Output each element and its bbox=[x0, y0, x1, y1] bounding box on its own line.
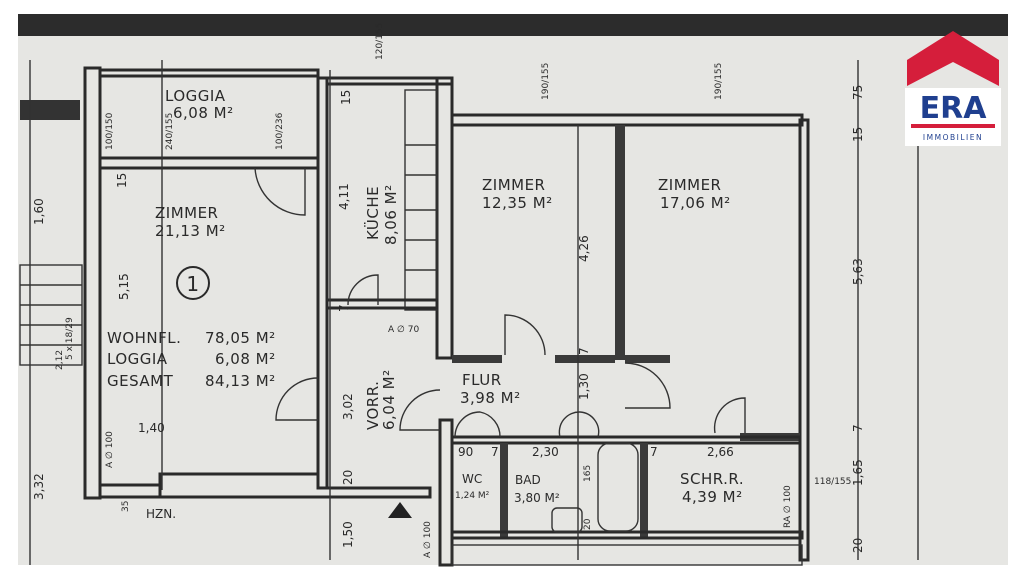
dim: 118/155 bbox=[814, 477, 851, 487]
era-logo: ERA IMMOBILIEN bbox=[905, 31, 1001, 146]
bad-area: 3,80 M² bbox=[514, 491, 560, 505]
zimmer3-name: ZIMMER bbox=[658, 176, 721, 194]
wc-area: 1,24 M² bbox=[455, 491, 490, 501]
vorr-name: VORR. bbox=[364, 381, 382, 430]
dim: 7 bbox=[650, 445, 658, 459]
dim: 190/155 bbox=[714, 63, 724, 100]
flur-area: 3,98 M² bbox=[460, 389, 521, 407]
bad-name: BAD bbox=[515, 473, 541, 487]
logo-text: ERA bbox=[920, 91, 988, 126]
dim: A ∅ 70 bbox=[388, 325, 419, 335]
dim: 1,40 bbox=[138, 421, 165, 435]
unit-number-circle bbox=[176, 266, 210, 300]
dim: 2,66 bbox=[707, 445, 734, 459]
hzn-label: HZN. bbox=[146, 507, 176, 521]
area-summary: WOHNFL. 78,05 M² LOGGIA 6,08 M² GESAMT 8… bbox=[107, 329, 276, 390]
zimmer3-area: 17,06 M² bbox=[660, 194, 731, 212]
zimmer1-area: 21,13 M² bbox=[155, 222, 226, 240]
unit-number: 1 bbox=[186, 272, 199, 296]
dim: 15 bbox=[851, 127, 865, 142]
dim: 20 bbox=[851, 538, 865, 553]
summary-loggia-label: LOGGIA bbox=[107, 350, 168, 368]
logo-subtext: IMMOBILIEN bbox=[923, 133, 983, 142]
dim: 7 bbox=[337, 304, 351, 312]
dimension-labels: 120/155 190/155 190/155 75 15 5,63 7 1,6… bbox=[32, 23, 865, 558]
kueche-area: 8,06 M² bbox=[382, 184, 400, 245]
dim: 20 bbox=[583, 518, 593, 530]
kueche-name: KÜCHE bbox=[363, 186, 382, 240]
dim: 1,50 bbox=[341, 521, 355, 548]
dim: 5 x 18/29 bbox=[65, 317, 75, 360]
entrance-arrow-icon bbox=[388, 502, 412, 518]
flur-name: FLUR bbox=[462, 371, 502, 389]
schrr-name: SCHR.R. bbox=[680, 470, 744, 488]
dim: 3,32 bbox=[32, 473, 46, 500]
dim: 35 bbox=[121, 501, 131, 512]
loggia-name: LOGGIA bbox=[165, 87, 226, 105]
dim: 190/155 bbox=[541, 63, 551, 100]
dim: 5,63 bbox=[851, 258, 865, 285]
zimmer1-name: ZIMMER bbox=[155, 204, 218, 222]
dim: 2,12 bbox=[55, 350, 65, 370]
dim: 4,11 bbox=[337, 183, 351, 210]
summary-loggia-value: 6,08 M² bbox=[215, 350, 276, 368]
logo-roof-icon bbox=[907, 31, 999, 86]
dim: 240/155 bbox=[165, 113, 175, 150]
dim: 120/155 bbox=[375, 23, 385, 60]
dim: A ∅ 100 bbox=[105, 431, 115, 468]
dim: 3,02 bbox=[341, 393, 355, 420]
dim: A ∅ 100 bbox=[423, 521, 433, 558]
dim: 7 bbox=[851, 424, 865, 432]
dim: 7 bbox=[491, 445, 499, 459]
vorr-area: 6,04 M² bbox=[380, 369, 398, 430]
zimmer2-area: 12,35 M² bbox=[482, 194, 553, 212]
dim: 5,15 bbox=[117, 273, 131, 300]
gesamt-value: 84,13 M² bbox=[205, 372, 276, 390]
dim: 1,65 bbox=[851, 459, 865, 486]
dim: 1,30 bbox=[577, 373, 591, 400]
dim: 20 bbox=[341, 470, 355, 485]
dim: 100/150 bbox=[105, 112, 115, 150]
dim: 1,60 bbox=[32, 198, 46, 225]
dim: 165 bbox=[583, 465, 593, 482]
dim: RA ∅ 100 bbox=[783, 485, 793, 528]
wohnfl-value: 78,05 M² bbox=[205, 329, 276, 347]
walls bbox=[19, 60, 919, 567]
doors bbox=[254, 167, 746, 438]
loggia-area: 6,08 M² bbox=[173, 104, 234, 122]
zimmer2-name: ZIMMER bbox=[482, 176, 545, 194]
schrr-area: 4,39 M² bbox=[682, 488, 743, 506]
gesamt-label: GESAMT bbox=[107, 372, 174, 390]
dim: 100/236 bbox=[275, 112, 285, 150]
dim: 90 bbox=[458, 445, 473, 459]
dim: 4,26 bbox=[577, 235, 591, 262]
scan-top-shadow bbox=[18, 14, 1014, 36]
dim: 75 bbox=[851, 85, 865, 100]
dim: 7 bbox=[577, 347, 591, 355]
wohnfl-label: WOHNFL. bbox=[107, 329, 181, 347]
dim: 2,30 bbox=[532, 445, 559, 459]
wc-name: WC bbox=[462, 472, 482, 486]
dim: 15 bbox=[115, 173, 129, 188]
dim: 15 bbox=[339, 90, 353, 105]
